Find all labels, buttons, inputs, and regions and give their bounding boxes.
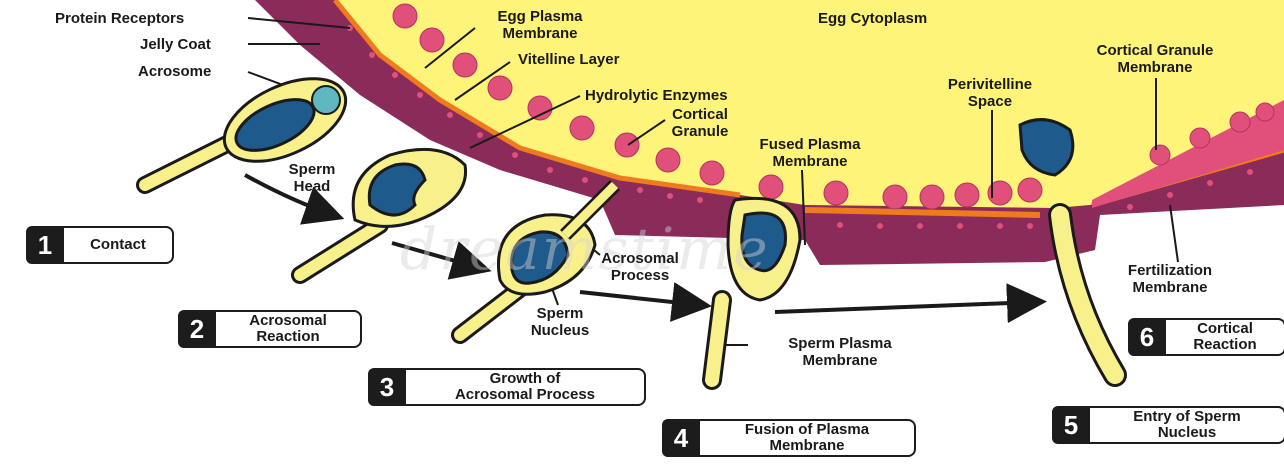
step-1: 1 Contact bbox=[26, 226, 174, 264]
sperm-1 bbox=[136, 77, 348, 194]
step-4-number: 4 bbox=[662, 419, 700, 457]
watermark: dreamstime bbox=[400, 215, 770, 283]
sperm-2 bbox=[291, 147, 468, 284]
arrow-2-to-3 bbox=[391, 241, 492, 280]
sperm-4 bbox=[702, 196, 802, 390]
step-6-number: 6 bbox=[1128, 318, 1166, 356]
label-egg-cytoplasm: Egg Cytoplasm bbox=[818, 10, 928, 27]
label-vitelline-layer: Vitelline Layer bbox=[518, 51, 620, 68]
step-5-number: 5 bbox=[1052, 406, 1090, 444]
label-acrosome: Acrosome bbox=[138, 63, 212, 80]
step-1-number: 1 bbox=[26, 226, 64, 264]
fused-membrane-line bbox=[804, 207, 1041, 218]
step-3-number: 3 bbox=[368, 368, 406, 406]
arrow-3-to-4 bbox=[579, 282, 712, 322]
process-arrows bbox=[244, 173, 1047, 324]
arrow-4-to-5 bbox=[774, 283, 1047, 324]
protein-receptor-dots bbox=[347, 25, 1253, 229]
label-protein-receptors: Protein Receptors bbox=[55, 10, 185, 27]
sperm-3 bbox=[451, 180, 620, 344]
label-jelly-coat: Jelly Coat bbox=[140, 36, 211, 53]
cortical-granules bbox=[392, 3, 1275, 210]
step-1-text: Contact bbox=[64, 226, 174, 264]
leader-lines bbox=[247, 17, 1179, 346]
egg-plasma-membrane-line bbox=[333, 0, 741, 198]
arrow-1-to-2 bbox=[244, 173, 345, 225]
label-hydrolytic-enzymes: Hydrolytic Enzymes bbox=[585, 87, 728, 104]
sperm-5 bbox=[1018, 118, 1127, 387]
step-2-number: 2 bbox=[178, 310, 216, 348]
